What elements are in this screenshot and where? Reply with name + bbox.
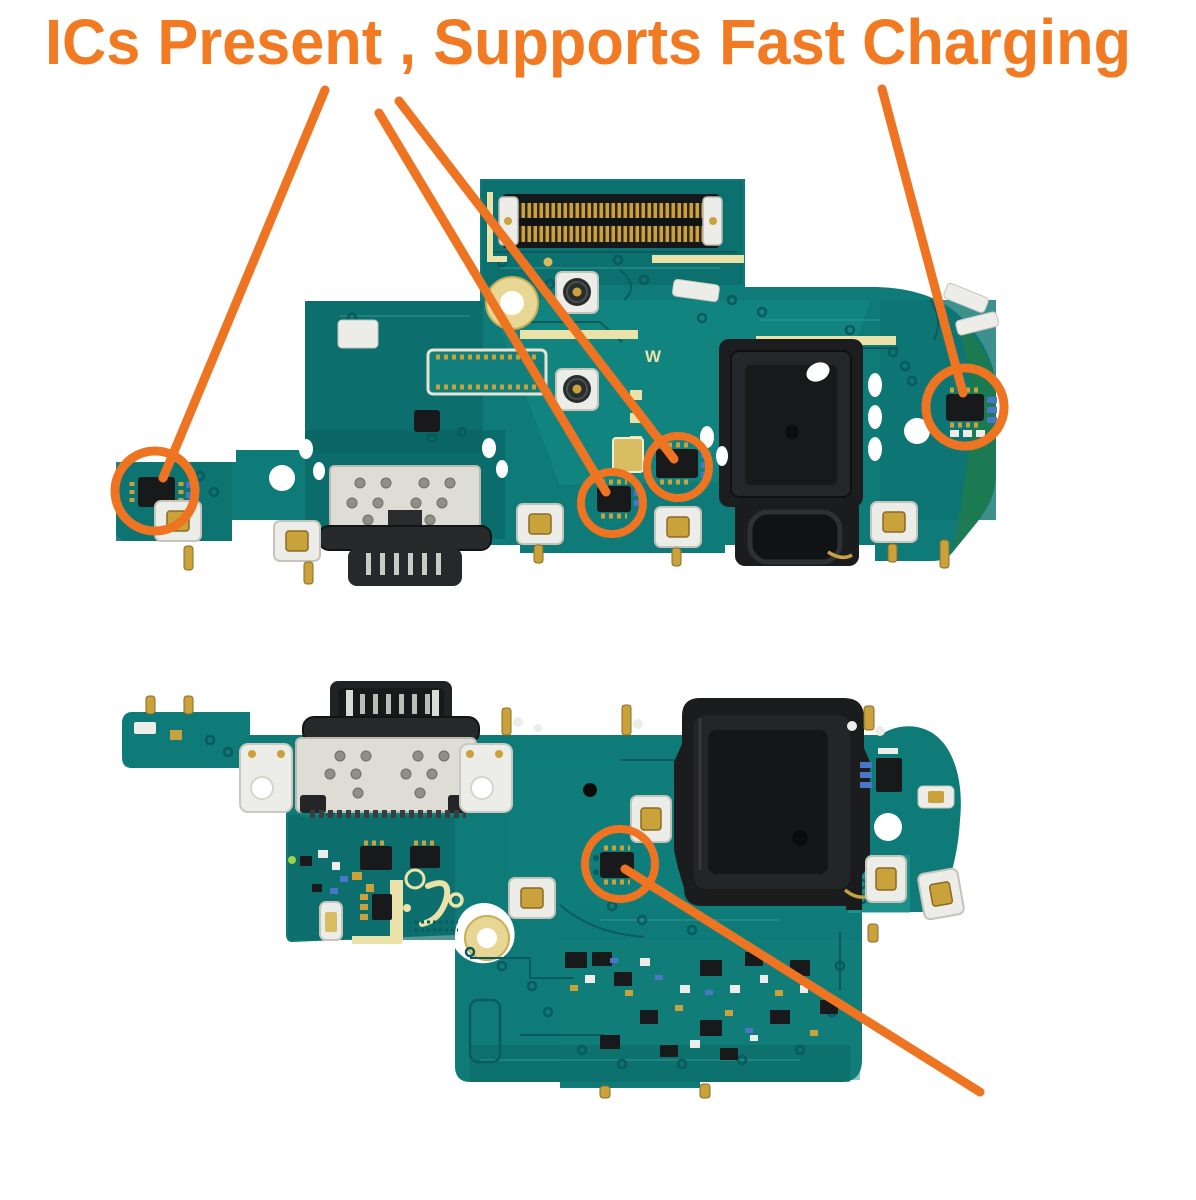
callout-circle-1	[110, 446, 200, 536]
headphone-jack-body-rear	[674, 698, 870, 910]
title-text: ICs Present , Supports Fast Charging	[45, 6, 1131, 78]
callout-line-4	[877, 84, 968, 398]
bottom-board	[122, 681, 966, 1099]
coaxial-connector	[555, 368, 599, 411]
edge-pins	[183, 539, 950, 585]
board-to-board-connector	[498, 194, 723, 248]
callout-line-1	[158, 85, 330, 483]
callout-circle-4	[921, 363, 1009, 451]
callout-circle-5	[581, 825, 659, 903]
board-holes	[269, 373, 930, 491]
component-cluster-left	[288, 840, 440, 941]
fast-charging-ic-right	[946, 387, 997, 437]
usb-c-connector-rear	[239, 681, 513, 818]
gold-ring-hole	[464, 915, 510, 961]
shield-frame-connector	[426, 348, 548, 396]
top-edge-pins	[501, 704, 643, 736]
callout-circle-3	[643, 432, 713, 502]
silkscreen-w-label: W	[645, 347, 662, 366]
usb-c-connector-front	[318, 465, 492, 586]
component-cluster-bottom	[565, 952, 838, 1099]
microphone-component	[612, 437, 644, 473]
left-arm-parts	[134, 695, 234, 758]
top-board: W	[116, 179, 999, 586]
callout-line-3	[394, 96, 679, 464]
microphone-hole	[583, 783, 597, 797]
silkscreen-logo	[352, 868, 464, 944]
coaxial-connector	[555, 271, 599, 314]
headphone-jack-front	[719, 339, 863, 566]
callout-line-2	[374, 108, 611, 497]
component-cluster-right	[847, 705, 966, 943]
annotation-overlay	[110, 84, 1009, 1097]
callout-circle-2	[577, 468, 647, 538]
silkscreen-mark	[487, 192, 493, 262]
gold-wire	[827, 550, 853, 560]
callout-line-5	[620, 864, 985, 1097]
